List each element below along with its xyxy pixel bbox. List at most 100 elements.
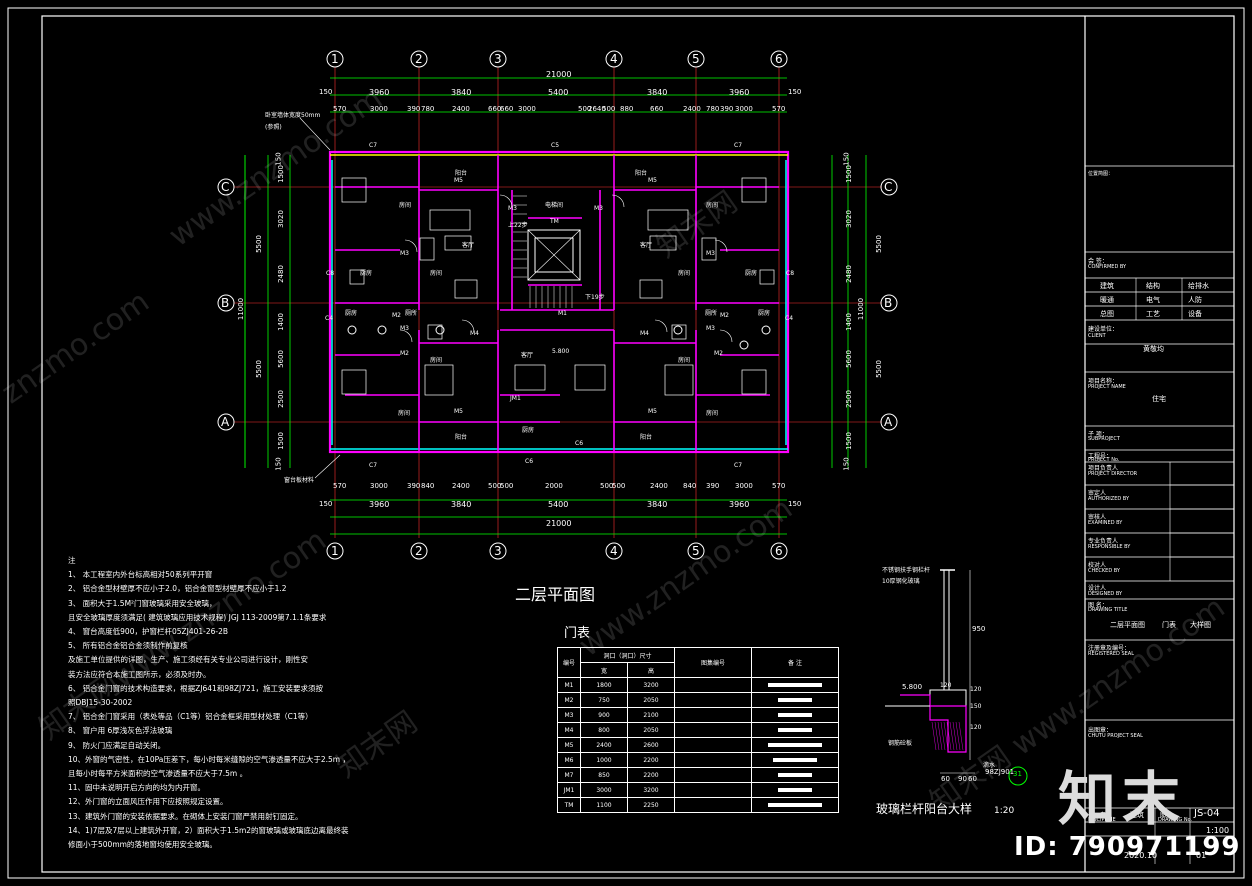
door-swing	[461, 319, 475, 333]
dim-text: 150	[274, 152, 283, 166]
dim-text: 780	[421, 105, 435, 113]
annotation: 卧室墙体宽度50mm	[265, 112, 321, 119]
hatch	[931, 721, 937, 751]
title-block-text: CLIENT	[1088, 333, 1106, 339]
note-line: 注	[68, 556, 76, 565]
dim-text: 390	[407, 105, 421, 113]
title-block-text: 建筑	[1100, 282, 1114, 290]
door-tag: C5	[551, 142, 560, 149]
room-label-balcony: 阳台	[640, 434, 653, 441]
door-tag: C6	[525, 458, 534, 465]
furniture	[701, 237, 717, 261]
axis-number: 1	[331, 52, 339, 66]
room-label-living: 客厅	[521, 352, 534, 359]
table-cell	[751, 752, 839, 768]
dim-text: 2640	[588, 105, 606, 113]
balcony-detail	[885, 569, 1028, 786]
title-block-text: RESPONSIBLE BY	[1088, 544, 1131, 550]
door-swing	[499, 194, 513, 208]
room-label-bedroom: 房间	[430, 357, 443, 364]
dim-text: 2500	[276, 390, 285, 408]
axis-number: 2	[415, 52, 423, 66]
title-block-text: 注册章及编号：	[1088, 645, 1131, 652]
redacted-note	[768, 803, 822, 807]
dim-text: 500	[488, 482, 502, 490]
furniture	[639, 279, 663, 299]
title-block-text: 门表	[1162, 621, 1176, 629]
room-label-balcony: 阳台	[635, 170, 648, 177]
axis-bubble	[326, 542, 344, 560]
fixture	[377, 325, 387, 335]
table-cell: 2200	[627, 752, 675, 768]
title-block-text: CHECKED BY	[1088, 568, 1120, 574]
detail-label: 120	[940, 682, 952, 689]
note-line: 9、 防火门应满足自动关闭。	[68, 740, 166, 750]
detail-label: 98ZJ901	[985, 768, 1015, 776]
furniture	[341, 177, 367, 203]
door-swing	[719, 329, 733, 343]
table-cell: M1	[557, 677, 581, 693]
dim-text: 2480	[844, 265, 853, 283]
axis-letter: B	[221, 296, 230, 310]
dim-text: 2400	[683, 105, 701, 113]
detail-label: 120	[970, 724, 982, 731]
table-cell: 3200	[627, 782, 675, 798]
title-block-text: JS-04	[1194, 808, 1220, 819]
dim-text: 570	[333, 105, 347, 113]
furniture	[741, 369, 767, 395]
dim-text: 150	[274, 457, 283, 471]
annotation: (参照)	[265, 124, 282, 131]
title-block-text: 会 签：	[1088, 258, 1108, 265]
door-tag: C6	[575, 440, 584, 447]
table-cell: 1800	[580, 677, 628, 693]
room-label-bedroom: 房间	[706, 202, 719, 209]
dim-text: 2400	[452, 482, 470, 490]
dim-text: 2400	[452, 105, 470, 113]
title-block-text: 子 项：	[1088, 431, 1108, 438]
room-label-bedroom: 房间	[678, 357, 691, 364]
furniture	[671, 324, 687, 340]
door-swing	[611, 194, 625, 208]
door-tag: M2	[714, 350, 723, 357]
title-block-text: SUBPROJECT	[1088, 436, 1120, 442]
door-tag: C8	[326, 270, 335, 277]
room-label-bath: 厕所	[405, 310, 418, 317]
furniture	[444, 235, 472, 251]
door-tag: M3	[400, 325, 409, 332]
table-cell: M4	[557, 722, 581, 738]
title-block-text: 建筑	[1130, 811, 1144, 819]
title-block-text: DRAWING TITLE	[1088, 607, 1128, 613]
furniture	[574, 364, 606, 391]
dim-text: 500	[612, 482, 626, 490]
door-tag: M3	[508, 205, 517, 212]
dim-text: 1400	[276, 313, 285, 331]
axis-bubble	[217, 178, 235, 196]
door-tag: C7	[369, 142, 378, 149]
detail-ref: 31	[1013, 770, 1022, 778]
note-line: 13、建筑外门窗的安装依据要求。在砌体上安装门窗严禁用射钉固定。	[68, 811, 303, 821]
axis-bubble	[410, 50, 428, 68]
room-label-bedroom: 房间	[398, 410, 411, 417]
dim-text: 390	[706, 482, 720, 490]
title-block-text: 专业	[1100, 812, 1113, 819]
title-block-text: PROJECT NAME	[1088, 384, 1126, 390]
furniture	[649, 235, 677, 251]
title-block-text: REGISTERED SEAL	[1088, 651, 1134, 657]
furniture	[514, 364, 546, 391]
axis-number: 3	[494, 544, 502, 558]
title-block-text: 1:100	[1206, 826, 1230, 835]
door-tag: M2	[400, 350, 409, 357]
note-line: 4、 窗台高度低900，护窗栏杆05ZJ401-26-2B	[68, 627, 229, 636]
dim-text: 570	[772, 482, 786, 490]
dim-text: 2480	[276, 265, 285, 283]
dim-text: 5600	[844, 350, 853, 368]
floor-plan	[217, 50, 898, 560]
table-cell: 1100	[580, 797, 628, 813]
axis-number: 4	[610, 52, 618, 66]
leader	[299, 117, 331, 151]
door-tag: JM1	[510, 395, 521, 402]
axis-bubble	[605, 542, 623, 560]
room-label-kitchen: 厨房	[522, 427, 535, 434]
